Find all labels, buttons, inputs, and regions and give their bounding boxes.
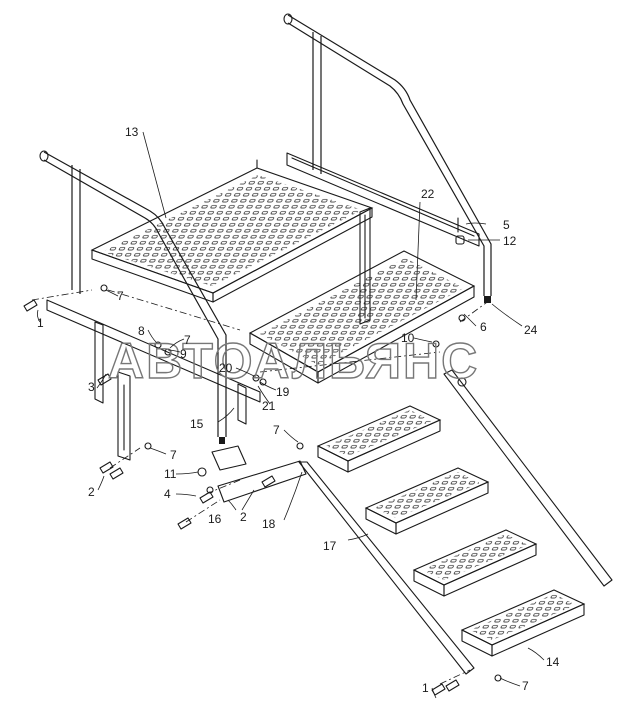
callout-12: 12: [503, 234, 517, 248]
stringer-connector-plate: [211, 445, 307, 503]
callout-15: 15: [190, 417, 204, 431]
callout-9: 9: [180, 347, 187, 361]
callout-7: 7: [117, 289, 124, 303]
callout-7: 7: [273, 423, 280, 437]
callout-1: 1: [422, 681, 429, 695]
callout-7: 7: [184, 333, 191, 347]
callout-5: 5: [503, 218, 510, 232]
callout-3: 3: [88, 380, 95, 394]
callout-17: 17: [323, 539, 337, 553]
right-side-frame: [286, 152, 480, 247]
vertical-post-bracket: [359, 207, 371, 325]
callout-4: 4: [164, 487, 171, 501]
stair-stringer-left: [298, 461, 475, 675]
stair-tread-4: [460, 589, 586, 657]
callout-2: 2: [240, 510, 247, 524]
callout-13: 13: [125, 125, 139, 139]
callout-leaders: [36, 131, 545, 699]
callout-7: 7: [522, 679, 529, 693]
callout-10: 10: [401, 331, 415, 345]
callout-18: 18: [262, 517, 276, 531]
lower-platform-deck: [248, 250, 476, 384]
upper-platform-deck: [90, 159, 374, 303]
callout-14: 14: [546, 655, 560, 669]
watermark-text: АВТОАЛЬЯНС: [108, 333, 479, 389]
callout-1: 1: [37, 316, 44, 330]
stair-tread-3: [412, 529, 538, 597]
callout-20: 20: [219, 361, 233, 375]
callout-8: 8: [138, 324, 145, 338]
callout-6: 6: [480, 320, 487, 334]
callout-2: 2: [88, 485, 95, 499]
assembly-center-lines: [31, 289, 491, 685]
callout-7: 7: [170, 448, 177, 462]
callout-labels: 1 1 2 2 3 4 5 6 7 7 7 7 7 8 9 10 11 12 1…: [37, 125, 560, 695]
stair-tread-2: [364, 467, 490, 535]
stair-stringer-right: [443, 369, 613, 587]
left-support-bracket: [117, 371, 131, 461]
callout-21: 21: [262, 399, 276, 413]
callout-11: 11: [164, 467, 177, 481]
callout-16: 16: [208, 512, 222, 526]
callout-24: 24: [524, 323, 538, 337]
stair-tread-1: [316, 405, 442, 473]
callout-19: 19: [276, 385, 290, 399]
right-handrail: [283, 13, 492, 303]
left-handrail: [39, 150, 227, 444]
callout-22: 22: [421, 187, 435, 201]
